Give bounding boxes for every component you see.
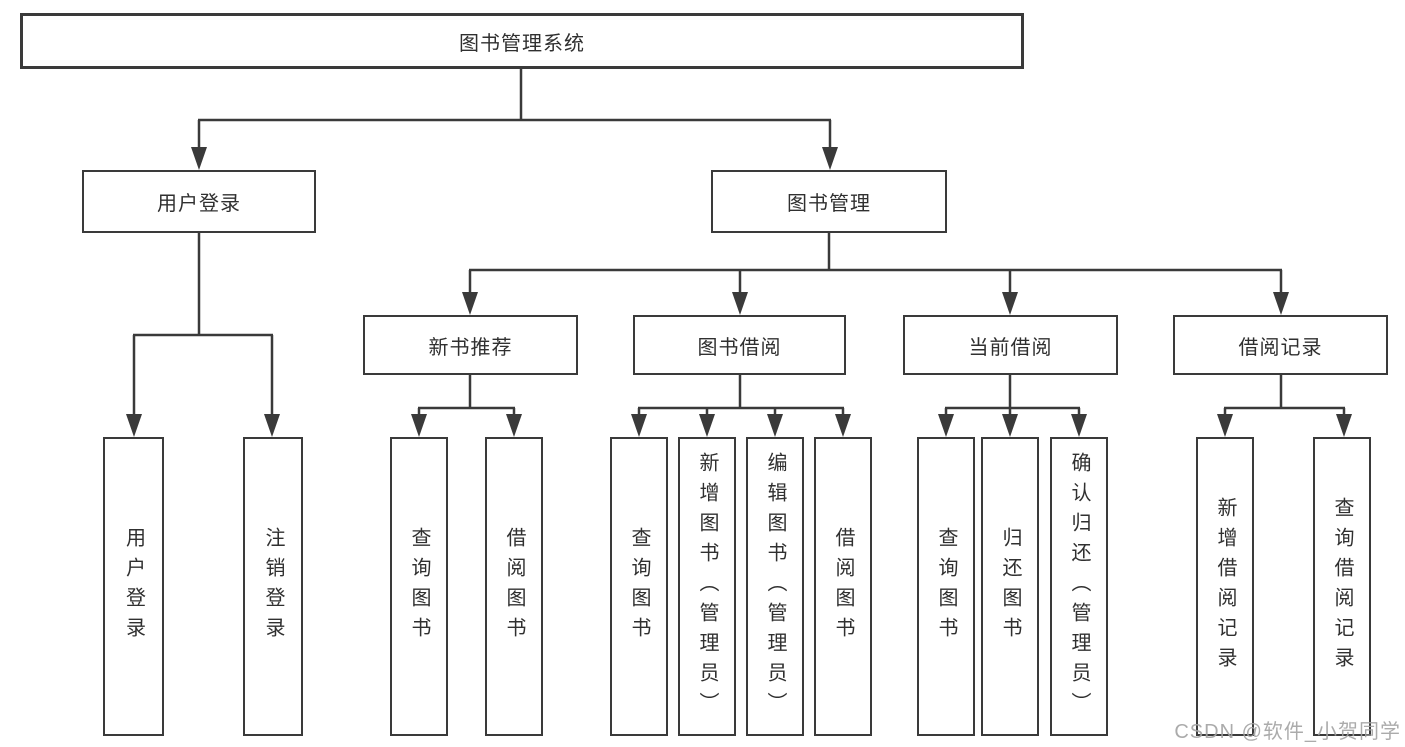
leaf-confirm-return-admin: 确认归还（管理员） (1050, 437, 1108, 736)
node-book-management-label: 图书管理 (787, 193, 871, 215)
node-borrowing-records-label: 借阅记录 (1238, 336, 1323, 359)
leaf-query-borrow-record: 查询借阅记录 (1313, 437, 1371, 736)
leaf-query-borrow-record-label: 查询借阅记录 (1331, 496, 1353, 677)
connector-borrow-record-to-leaves (1223, 375, 1346, 419)
leaf-edit-book-admin: 编辑图书（管理员） (746, 437, 804, 736)
leaf-add-book-admin: 新增图书（管理员） (678, 437, 736, 736)
node-borrowing-records: 借阅记录 (1173, 315, 1388, 375)
connector-book-mgmt-to-level3 (468, 233, 1283, 297)
connector-current-borrow-to-leaves (944, 375, 1081, 419)
connector-book-borrow-to-leaves (637, 375, 845, 419)
node-user-login: 用户登录 (82, 170, 316, 233)
leaf-add-borrow-record-label: 新增借阅记录 (1214, 496, 1236, 677)
leaf-borrow-query-book-label: 查询图书 (628, 526, 650, 647)
connector-user-login-to-leaves (132, 233, 274, 419)
leaf-add-book-admin-label: 新增图书（管理员） (696, 451, 718, 722)
node-book-borrowing: 图书借阅 (633, 315, 846, 375)
node-user-login-label: 用户登录 (157, 193, 241, 215)
leaf-logout: 注销登录 (243, 437, 303, 736)
connector-root-to-level2 (197, 69, 832, 152)
leaf-edit-book-admin-label: 编辑图书（管理员） (764, 451, 786, 722)
leaf-newrec-borrow-book: 借阅图书 (485, 437, 543, 736)
leaf-newrec-borrow-book-label: 借阅图书 (503, 526, 525, 647)
node-current-borrowing: 当前借阅 (903, 315, 1118, 375)
leaf-borrow-book: 借阅图书 (814, 437, 872, 736)
leaf-user-login-label: 用户登录 (122, 526, 145, 647)
leaf-borrow-query-book: 查询图书 (610, 437, 668, 736)
node-root-library-system: 图书管理系统 (20, 13, 1024, 69)
leaf-logout-label: 注销登录 (262, 526, 284, 647)
leaf-newrec-query-book-label: 查询图书 (408, 526, 430, 647)
leaf-user-login: 用户登录 (103, 437, 164, 736)
leaf-current-query-book: 查询图书 (917, 437, 975, 736)
node-root-label: 图书管理系统 (459, 32, 585, 55)
leaf-newrec-query-book: 查询图书 (390, 437, 448, 736)
leaf-current-query-book-label: 查询图书 (935, 526, 957, 647)
node-new-book-recommendation-label: 新书推荐 (428, 336, 513, 359)
leaf-return-book-label: 归还图书 (999, 526, 1021, 647)
node-new-book-recommendation: 新书推荐 (363, 315, 578, 375)
node-current-borrowing-label: 当前借阅 (968, 336, 1053, 359)
leaf-borrow-book-label: 借阅图书 (832, 526, 854, 647)
node-book-management: 图书管理 (711, 170, 947, 233)
connector-new-book-rec-to-leaves (417, 375, 516, 419)
csdn-watermark: CSDN @软件_小贺同学 (1174, 721, 1401, 743)
leaf-add-borrow-record: 新增借阅记录 (1196, 437, 1254, 736)
leaf-return-book: 归还图书 (981, 437, 1039, 736)
leaf-confirm-return-admin-label: 确认归还（管理员） (1068, 451, 1090, 722)
node-book-borrowing-label: 图书借阅 (697, 336, 782, 359)
